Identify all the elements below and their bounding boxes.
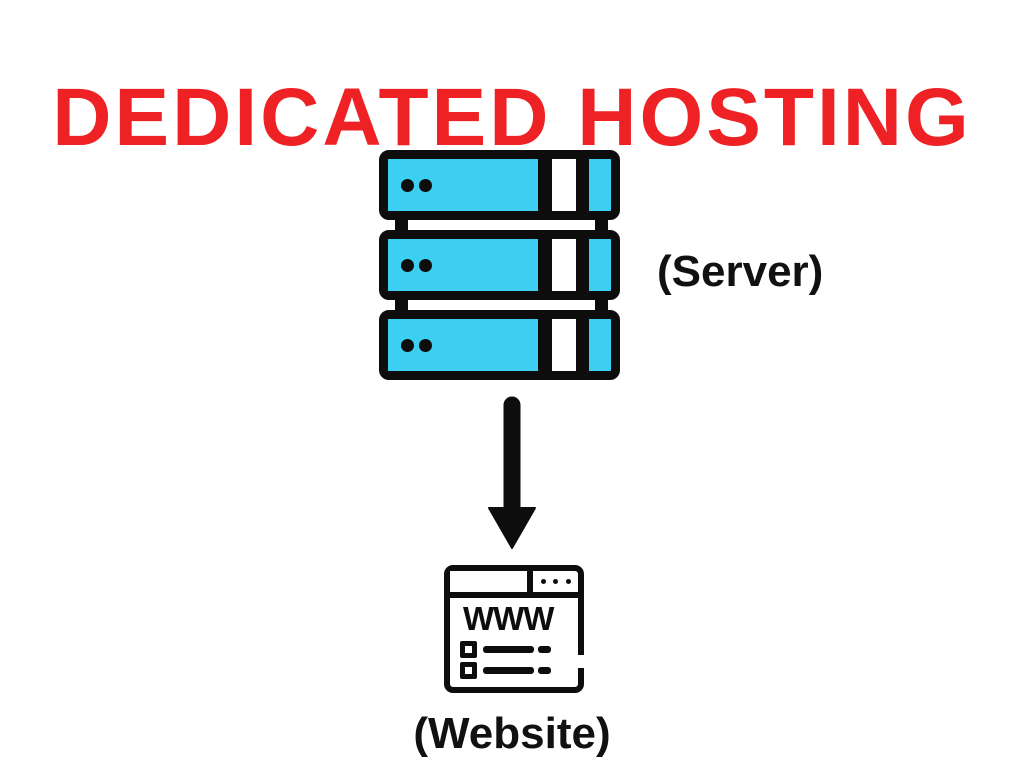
browser-button-dot-icon [565,579,571,584]
browser-topbar [450,571,578,598]
server-unit-divider [538,319,552,371]
browser-content-row [460,662,551,679]
server-unit-face [388,239,538,291]
server-unit [379,230,620,300]
led-dot-icon [401,258,414,272]
browser-buttons [533,571,578,592]
server-unit-divider [576,239,589,291]
server-connector [595,296,608,312]
server-unit-panel [589,239,611,291]
server-connector [395,296,408,312]
checkbox-icon [460,662,477,679]
checkbox-icon [460,641,477,658]
led-dot-icon [419,338,432,352]
server-unit-slot [552,319,576,371]
browser-button-dot-icon [540,579,546,584]
led-dot-icon [401,178,414,192]
server-unit-panel [589,159,611,211]
server-unit-face [388,319,538,371]
text-dash [538,667,551,674]
www-text: WWW [463,600,554,637]
server-connector [395,216,408,232]
server-unit-divider [576,319,589,371]
browser-address-bar [450,571,533,592]
text-line [483,667,534,674]
led-dot-icon [419,258,432,272]
page-title: DEDICATED HOSTING [52,71,972,163]
border-notch [578,655,584,668]
led-dot-icon [401,338,414,352]
server-unit-slot [552,159,576,211]
server-unit-slot [552,239,576,291]
server-unit-divider [538,159,552,211]
arrow-down-icon [488,395,536,550]
browser-button-dot-icon [553,579,558,584]
browser-content-row [460,641,551,658]
browser-window-icon: WWW [444,565,584,693]
server-connector [595,216,608,232]
server-unit-divider [576,159,589,211]
server-unit-divider [538,239,552,291]
server-unit-panel [589,319,611,371]
server-unit [379,310,620,380]
text-dash [538,646,551,653]
server-rack-icon [379,150,620,380]
text-line [483,646,534,653]
server-label: (Server) [657,247,824,296]
server-unit-face [388,159,538,211]
server-unit [379,150,620,220]
website-label: (Website) [413,709,611,758]
led-dot-icon [419,178,432,192]
